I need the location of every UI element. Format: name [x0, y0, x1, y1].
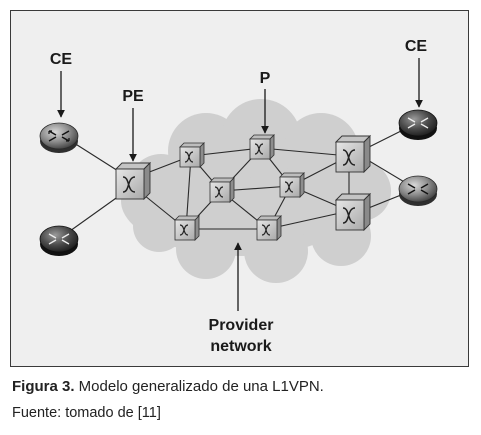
figure-caption: Figura 3. Modelo generalizado de una L1V…	[12, 378, 324, 395]
pe-label: PE	[122, 88, 144, 105]
pointer-arrows	[57, 58, 423, 311]
router-icon	[398, 175, 438, 206]
figure-frame: CE PE P CE Provider network	[10, 10, 469, 367]
ce-routers	[39, 109, 438, 256]
figure-number: Figura 3.	[12, 378, 75, 395]
switch-icon	[179, 142, 205, 168]
provider-label-line1: Provider	[209, 317, 274, 334]
switch-icon	[209, 177, 235, 203]
figure-source: Fuente: tomado de [11]	[12, 405, 161, 421]
router-icon	[39, 225, 79, 256]
ce-right-label: CE	[405, 38, 428, 55]
switch-icon	[249, 134, 275, 160]
router-icon	[398, 109, 438, 140]
l1vpn-diagram: CE PE P CE Provider network	[39, 38, 438, 355]
figure-title: Modelo generalizado de una L1VPN.	[74, 378, 324, 395]
switch-icon	[174, 215, 200, 241]
pe-switches	[114, 134, 372, 232]
ce-left-label: CE	[50, 51, 73, 68]
router-icon	[39, 122, 79, 153]
provider-label-line2: network	[210, 338, 271, 355]
core-switches	[174, 134, 305, 241]
provider-cloud	[121, 99, 391, 283]
p-label: P	[260, 70, 271, 87]
pe-switch-icon	[114, 161, 152, 201]
switch-icon	[279, 172, 305, 198]
pe-switch-icon	[334, 192, 372, 232]
pe-switch-icon	[334, 134, 372, 174]
switch-icon	[256, 215, 282, 241]
